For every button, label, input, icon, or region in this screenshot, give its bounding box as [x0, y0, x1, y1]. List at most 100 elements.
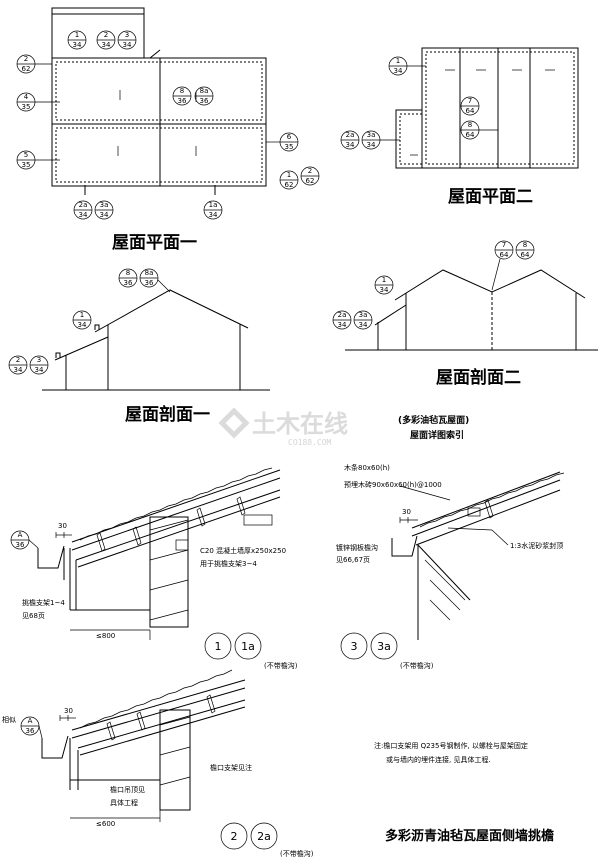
- roof-section-1: 8 36 8a 36 1 34 2 34 3 34: [8, 268, 270, 391]
- svg-text:7: 7: [502, 241, 506, 249]
- dim-600: ≤600: [96, 820, 115, 828]
- svg-text:34: 34: [14, 366, 23, 374]
- svg-text:1: 1: [80, 311, 84, 319]
- detail-ref-1: 1 1a: [204, 632, 262, 660]
- svg-text:34: 34: [79, 211, 88, 219]
- svg-text:土木在线: 土木在线: [252, 410, 348, 438]
- plan1-title: 屋面平面一: [112, 233, 197, 253]
- svg-text:5: 5: [24, 151, 28, 159]
- svg-text:2a: 2a: [257, 830, 271, 843]
- eave-detail-1: A 36: [10, 467, 281, 640]
- subtitle-material: (多彩油毡瓦屋面): [398, 414, 469, 426]
- roof-section-2: 7 64 8 64 1 34 2a 34 3a 34: [332, 240, 598, 351]
- svg-text:1a: 1a: [209, 201, 218, 209]
- svg-text:8a: 8a: [145, 269, 154, 277]
- svg-text:34: 34: [102, 41, 111, 49]
- dim-800: ≤800: [96, 632, 115, 640]
- svg-text:36: 36: [124, 279, 133, 287]
- ceiling-note-2: 具体工程: [110, 798, 138, 807]
- roof-plan-1: [51, 7, 267, 195]
- svg-text:2a: 2a: [338, 311, 347, 319]
- svg-text:62: 62: [306, 177, 315, 185]
- svg-text:6: 6: [287, 133, 292, 141]
- svg-text:36: 36: [145, 279, 154, 287]
- svg-text:34: 34: [78, 321, 87, 329]
- svg-text:34: 34: [35, 366, 44, 374]
- svg-text:34: 34: [346, 141, 355, 149]
- dim-30-b: 30: [402, 508, 411, 516]
- svg-text:8: 8: [523, 241, 527, 249]
- svg-text:35: 35: [285, 143, 294, 151]
- svg-text:36: 36: [200, 97, 209, 105]
- eave-detail-3: [391, 471, 565, 640]
- embedded-wood-label: 预埋木砖90x60x60(h)@1000: [344, 480, 442, 489]
- bracket-ref-label: 挑檐支架1~4: [22, 598, 65, 607]
- note-line-1: 注:檐口支架用 Q235号钢制作, 以螺栓与屋架固定: [374, 741, 528, 750]
- svg-text:2a: 2a: [79, 201, 88, 209]
- svg-text:A: A: [28, 717, 33, 725]
- dim-30-c: 30: [64, 707, 73, 715]
- plan1-callouts: 1 34 2 34 3 34 2 62 4 35 5 35 8 36 8a 36…: [16, 30, 320, 220]
- svg-text:34: 34: [394, 67, 403, 75]
- bottom-title: 多彩沥青油毡瓦屋面侧墙挑檐: [385, 828, 554, 844]
- svg-text:8: 8: [468, 121, 472, 129]
- svg-text:64: 64: [466, 131, 475, 139]
- svg-text:62: 62: [22, 65, 31, 73]
- svg-text:64: 64: [500, 251, 509, 259]
- svg-text:CO188.COM: CO188.COM: [288, 438, 332, 447]
- svg-text:1a: 1a: [241, 640, 255, 653]
- section1-title: 屋面剖面一: [125, 404, 210, 425]
- svg-text:36: 36: [26, 727, 35, 735]
- svg-text:36: 36: [178, 97, 187, 105]
- svg-text:1: 1: [287, 171, 291, 179]
- eave-detail-2: A 36: [20, 669, 246, 822]
- svg-text:1: 1: [215, 640, 222, 653]
- roof-plan-2: 1 34 2a 34 3a 34 7 64 8 64: [340, 47, 579, 169]
- concrete-use-label: 用于挑檐支架3~4: [200, 559, 257, 568]
- svg-text:35: 35: [22, 103, 31, 111]
- ceiling-note-1: 檐口吊顶见: [110, 785, 145, 794]
- section2-title: 屋面剖面二: [436, 367, 521, 388]
- dim-30-a: 30: [58, 522, 67, 530]
- no-gutter-label-1: (不带檐沟): [264, 661, 298, 670]
- svg-text:1: 1: [382, 276, 386, 284]
- svg-text:34: 34: [338, 321, 347, 329]
- svg-text:3a: 3a: [359, 311, 368, 319]
- svg-text:1: 1: [396, 57, 400, 65]
- svg-text:2: 2: [104, 31, 108, 39]
- svg-text:34: 34: [380, 286, 389, 294]
- concrete-wall-label: C20 混凝土墙厚x250x250: [200, 546, 286, 555]
- svg-text:2: 2: [308, 167, 312, 175]
- svg-text:3a: 3a: [100, 201, 109, 209]
- svg-text:64: 64: [466, 107, 475, 115]
- watermark: 土木在线 CO188.COM: [218, 407, 348, 447]
- galv-steel-label: 镀锌钢板檐沟: [336, 543, 378, 552]
- svg-text:3: 3: [37, 356, 41, 364]
- svg-text:2: 2: [16, 356, 20, 364]
- detail-ref-3: 3 3a: [340, 632, 398, 660]
- svg-text:4: 4: [24, 93, 29, 101]
- svg-text:36: 36: [16, 541, 25, 549]
- svg-text:62: 62: [285, 181, 294, 189]
- svg-text:34: 34: [209, 211, 218, 219]
- subtitle-index: 屋面详图索引: [410, 429, 464, 441]
- svg-text:34: 34: [123, 41, 132, 49]
- galv-steel-ref-label: 见66,67页: [336, 556, 370, 564]
- svg-text:8: 8: [126, 269, 130, 277]
- detail-ref-2: 2 2a: [220, 822, 278, 850]
- svg-text:64: 64: [521, 251, 530, 259]
- svg-text:1: 1: [75, 31, 79, 39]
- svg-text:2: 2: [231, 830, 238, 843]
- svg-text:2a: 2a: [346, 131, 355, 139]
- svg-text:3: 3: [351, 640, 358, 653]
- svg-text:34: 34: [367, 141, 376, 149]
- svg-text:7: 7: [468, 97, 472, 105]
- svg-text:3: 3: [125, 31, 129, 39]
- svg-text:3a: 3a: [367, 131, 376, 139]
- svg-text:8a: 8a: [200, 87, 209, 95]
- svg-text:34: 34: [73, 41, 82, 49]
- note-line-2: 或与墙内的埋件连接, 见具体工程.: [386, 755, 491, 764]
- svg-text:8: 8: [180, 87, 184, 95]
- svg-text:A: A: [18, 531, 23, 539]
- plan2-title: 屋面平面二: [448, 187, 533, 207]
